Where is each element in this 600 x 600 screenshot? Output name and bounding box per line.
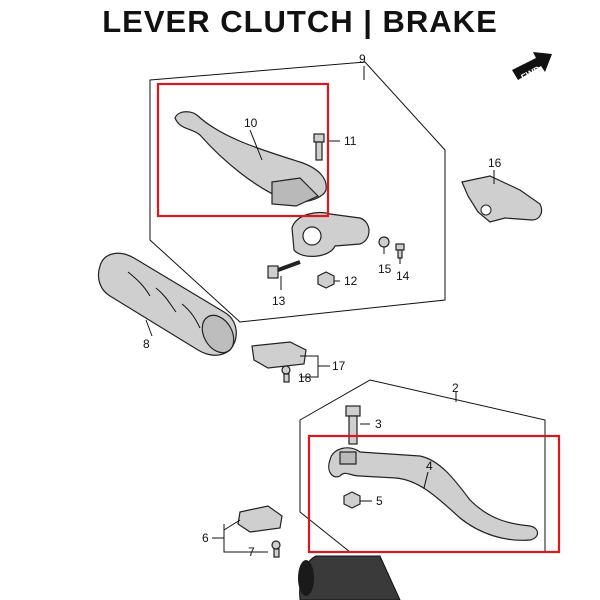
callout-14: 14 [396, 269, 410, 283]
callout-17: 17 [332, 359, 346, 373]
pivot-bolt-part-3 [345, 405, 361, 445]
nut-part-5 [343, 491, 361, 509]
callout-8: 8 [143, 337, 150, 351]
washer-part-15 [378, 236, 390, 248]
callout-16: 16 [488, 156, 502, 170]
clutch-lever-part [174, 111, 327, 207]
callout-7: 7 [248, 545, 255, 559]
grip-part-8 [97, 252, 237, 356]
callout-5: 5 [376, 494, 383, 508]
callout-9: 9 [359, 52, 366, 66]
callout-12: 12 [344, 274, 358, 288]
switch-part-6 [237, 505, 283, 533]
callout-15: 15 [378, 262, 392, 276]
leader-lines [145, 66, 495, 553]
callout-11: 11 [344, 134, 357, 148]
brake-lever-part [328, 447, 539, 541]
screw-part-7 [271, 540, 281, 558]
screw-part-14 [395, 243, 405, 259]
page-title: LEVER CLUTCH | BRAKE [102, 4, 498, 39]
highlight-brake-lever [307, 434, 561, 554]
callout-6: 6 [202, 531, 209, 545]
highlight-clutch-lever [156, 82, 330, 218]
switch-part-17 [251, 341, 307, 369]
lever-holder-part [291, 211, 370, 257]
screw-part-18 [281, 365, 291, 383]
assembly-9-outline [149, 61, 446, 323]
bolt-part-13 [267, 260, 301, 279]
switch-part-16 [461, 175, 543, 223]
bolt-part-11 [313, 133, 325, 161]
fwd-arrow-icon: FWD [512, 52, 552, 82]
callout-4: 4 [426, 459, 433, 473]
nut-part-12 [317, 271, 335, 289]
callout-10: 10 [244, 116, 258, 130]
callout-2: 2 [452, 381, 459, 395]
callout-18: 18 [298, 371, 312, 385]
callout-3: 3 [375, 417, 382, 431]
lower-grip-part [298, 555, 401, 600]
callout-13: 13 [272, 294, 286, 308]
